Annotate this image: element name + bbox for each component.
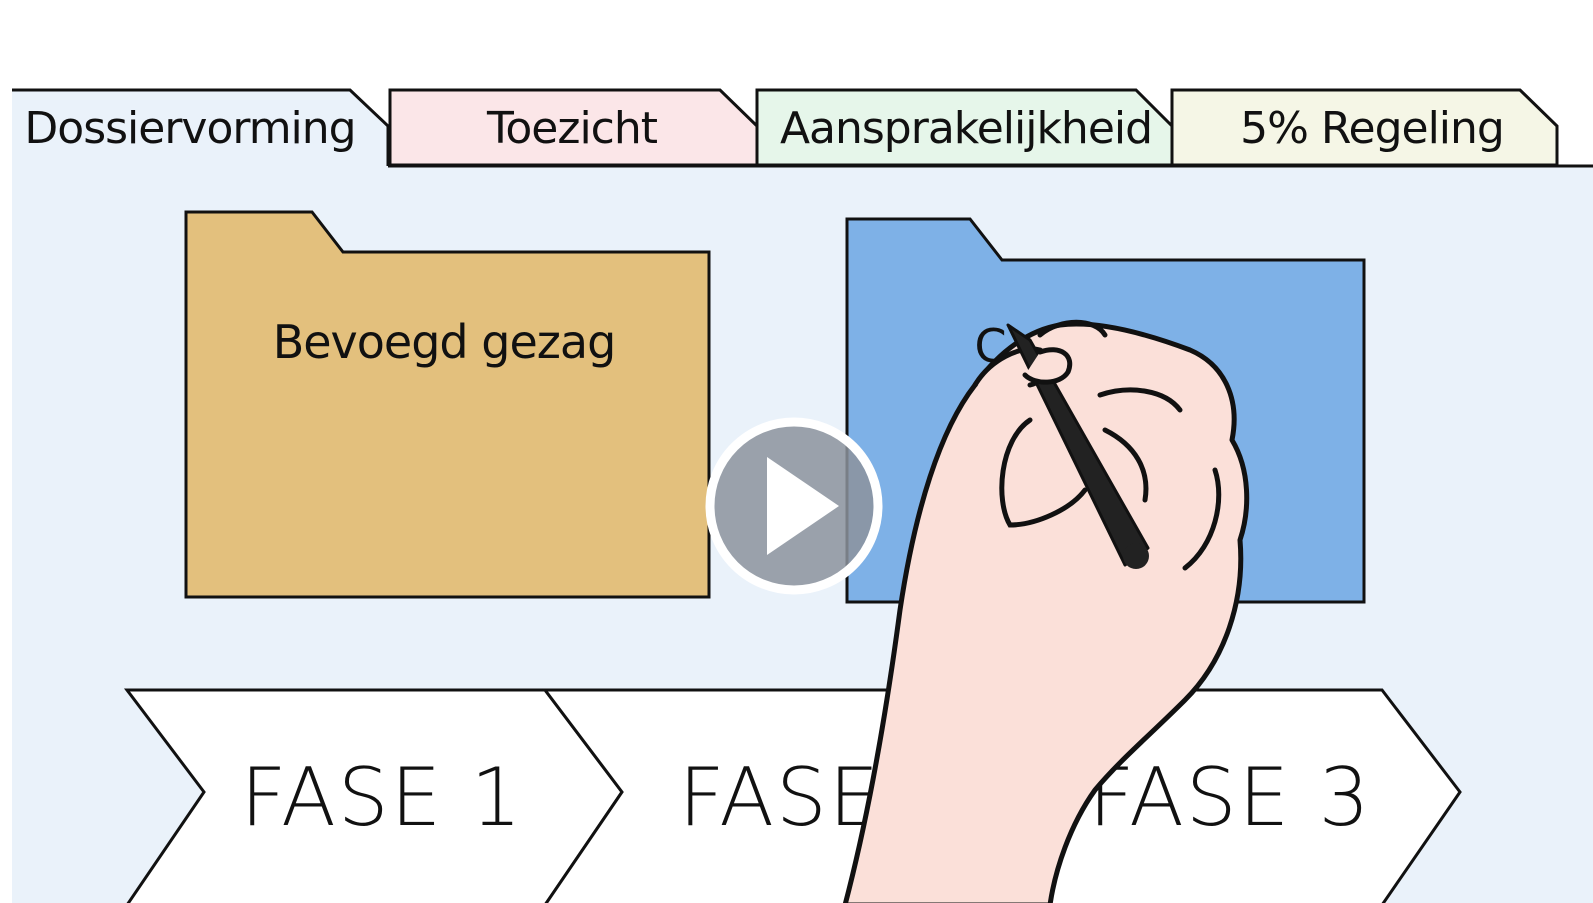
folder-label: Bevoegd gezag [273,315,616,369]
tab-label: Aansprakelijkheid [780,103,1152,154]
tab-dossiervorming[interactable]: Dossiervorming [12,90,388,168]
tab-5-regeling[interactable]: 5% Regeling [1172,90,1557,165]
folder-icon [186,212,709,597]
play-button[interactable] [710,422,878,590]
tab-toezicht[interactable]: Toezicht [390,90,757,165]
folder-bevoegd-gezag: Bevoegd gezag [186,212,709,597]
tab-aansprakelijkheid[interactable]: Aansprakelijkheid [757,90,1172,165]
tab-label: Dossiervorming [24,103,355,154]
tab-label: Toezicht [486,103,658,154]
phase-label: FASE [679,751,882,844]
phase-fase-1: FASE 1 [127,690,622,903]
tab-label: 5% Regeling [1240,103,1504,154]
phase-label: FASE 1 [240,751,523,844]
phase-label: FASE 3 [1088,751,1371,844]
